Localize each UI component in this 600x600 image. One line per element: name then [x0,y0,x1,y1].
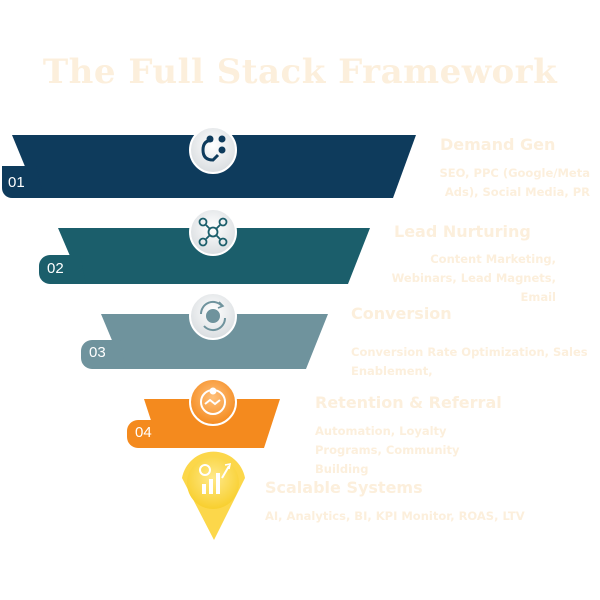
stage-2-title: Lead Nurturing [394,222,531,241]
stage-1-title: Demand Gen [440,135,556,154]
funnel-stage-5 [182,451,245,540]
stage-2-number: 02 [47,260,64,277]
percent-cycle-icon [199,300,227,332]
network-users-icon [198,217,228,247]
funnel-stage-3 [81,292,328,369]
stage-3-band [101,314,328,369]
stage-3-description: Conversion Rate Optimization, Sales Enab… [351,345,588,378]
stage-2-icon-disc [189,208,237,256]
stage-4-description: Automation, Loyalty Programs, Community … [315,424,460,476]
stage-3-title: Conversion [351,304,452,323]
stage-3-tab [81,340,126,369]
page-title: The Full Stack Framework [42,52,558,92]
stage-1-icon-disc [189,126,237,174]
stage-1-description: SEO, PPC (Google/Meta Ads), Social Media… [439,166,590,199]
handshake-icon [200,387,226,415]
magnet-icon [201,135,226,162]
stage-1-tab [2,166,44,198]
stage-4-tab [127,420,166,448]
stage-1-number: 01 [8,174,25,191]
funnel-stage-1 [2,126,416,198]
stage-4-title: Retention & Referral [315,393,502,412]
stage-5-title: Scalable Systems [265,478,423,497]
stage-2-description: Content Marketing, Webinars, Lead Magnet… [391,252,556,304]
stage-2-band [58,228,370,284]
funnel-stage-4 [127,378,280,448]
growth-chart-icon [199,462,232,494]
stage-5-description: AI, Analytics, BI, KPI Monitor, ROAS, LT… [265,509,525,523]
stage-4-number: 04 [135,424,152,441]
funnel-stage-2 [39,208,370,284]
stage-3-number: 03 [89,344,106,361]
stage-2-tab [39,255,86,284]
